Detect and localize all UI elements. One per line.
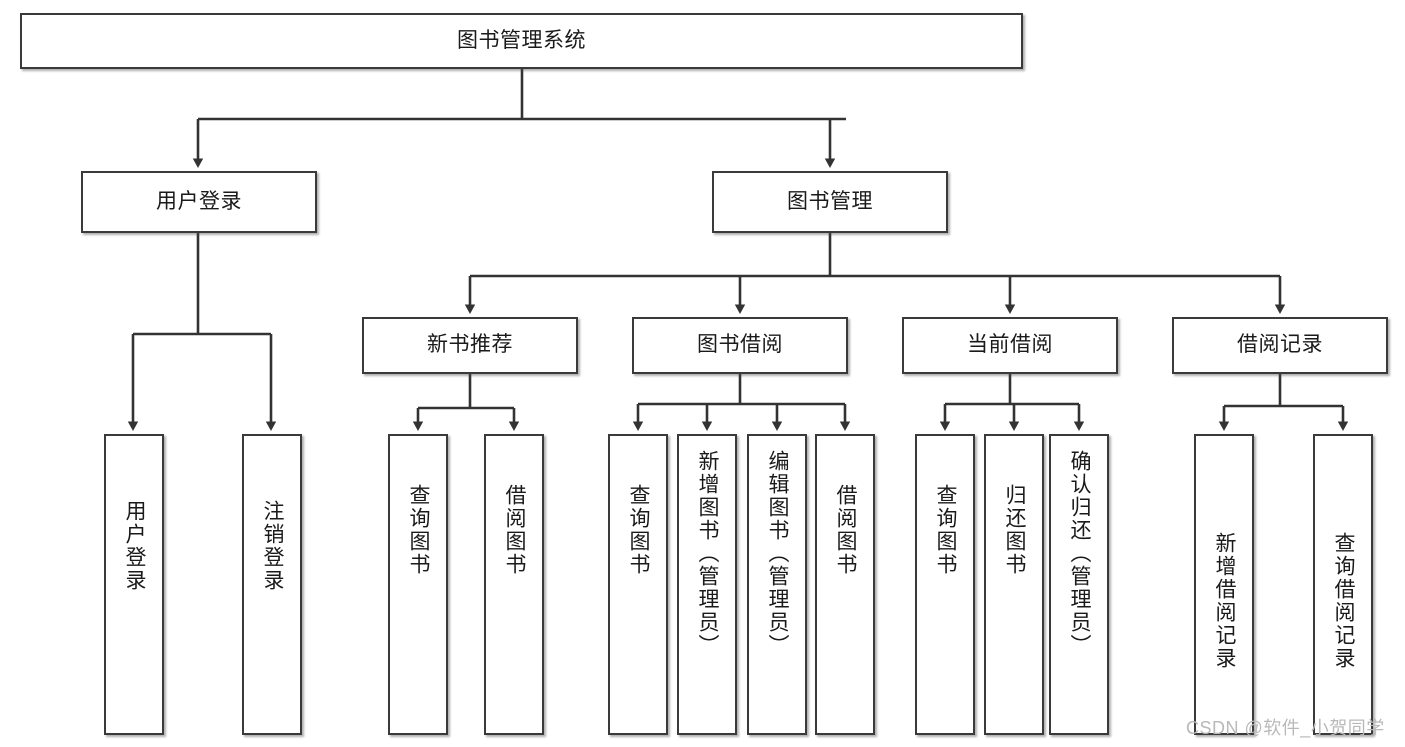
node-leaf-query-book-2[interactable]: 查询图书	[608, 434, 668, 735]
node-leaf-add-record-label: 新增借阅记录	[1213, 532, 1237, 670]
node-user-login-label: 用户登录	[156, 189, 242, 213]
node-leaf-query-book-1-label: 查询图书	[407, 484, 431, 576]
node-leaf-user-login[interactable]: 用户登录	[104, 434, 164, 735]
node-leaf-user-logout-label: 注销登录	[261, 500, 285, 592]
node-user-login[interactable]: 用户登录	[81, 171, 317, 233]
node-leaf-user-logout[interactable]: 注销登录	[242, 434, 302, 735]
node-leaf-query-book-3[interactable]: 查询图书	[915, 434, 975, 735]
node-leaf-borrow-book-2[interactable]: 借阅图书	[815, 434, 875, 735]
node-root-label: 图书管理系统	[457, 28, 586, 52]
node-book-borrow[interactable]: 图书借阅	[632, 317, 848, 374]
node-new-book-rec[interactable]: 新书推荐	[362, 317, 578, 374]
node-current-borrow-label: 当前借阅	[967, 333, 1053, 357]
node-leaf-user-login-label: 用户登录	[123, 500, 147, 592]
node-leaf-query-record[interactable]: 查询借阅记录	[1313, 434, 1373, 735]
node-book-manage[interactable]: 图书管理	[712, 171, 948, 233]
node-leaf-edit-book[interactable]: 编辑图书（管理员）	[747, 434, 807, 735]
node-leaf-query-book-3-label: 查询图书	[934, 484, 958, 576]
node-leaf-add-book-label: 新增图书（管理员）	[696, 450, 720, 657]
node-leaf-query-book-2-label: 查询图书	[627, 484, 651, 576]
node-leaf-add-book[interactable]: 新增图书（管理员）	[677, 434, 737, 735]
watermark-text: CSDN @软件_小贺同学	[1186, 718, 1385, 738]
node-leaf-confirm-return[interactable]: 确认归还（管理员）	[1049, 434, 1109, 735]
node-leaf-add-record[interactable]: 新增借阅记录	[1194, 434, 1254, 735]
node-leaf-query-book-1[interactable]: 查询图书	[388, 434, 448, 735]
node-new-book-rec-label: 新书推荐	[427, 333, 513, 357]
node-borrow-record[interactable]: 借阅记录	[1172, 317, 1388, 374]
node-leaf-edit-book-label: 编辑图书（管理员）	[766, 450, 790, 657]
node-leaf-borrow-book-1-label: 借阅图书	[503, 484, 527, 576]
node-book-manage-label: 图书管理	[787, 189, 873, 213]
node-borrow-record-label: 借阅记录	[1237, 333, 1323, 357]
node-leaf-return-book-label: 归还图书	[1003, 484, 1027, 576]
node-leaf-query-record-label: 查询借阅记录	[1332, 532, 1356, 670]
node-book-borrow-label: 图书借阅	[697, 333, 783, 357]
node-leaf-confirm-return-label: 确认归还（管理员）	[1068, 450, 1092, 657]
node-current-borrow[interactable]: 当前借阅	[902, 317, 1118, 374]
node-leaf-borrow-book-2-label: 借阅图书	[834, 484, 858, 576]
node-leaf-return-book[interactable]: 归还图书	[984, 434, 1044, 735]
node-leaf-borrow-book-1[interactable]: 借阅图书	[484, 434, 544, 735]
node-root[interactable]: 图书管理系统	[20, 13, 1023, 69]
